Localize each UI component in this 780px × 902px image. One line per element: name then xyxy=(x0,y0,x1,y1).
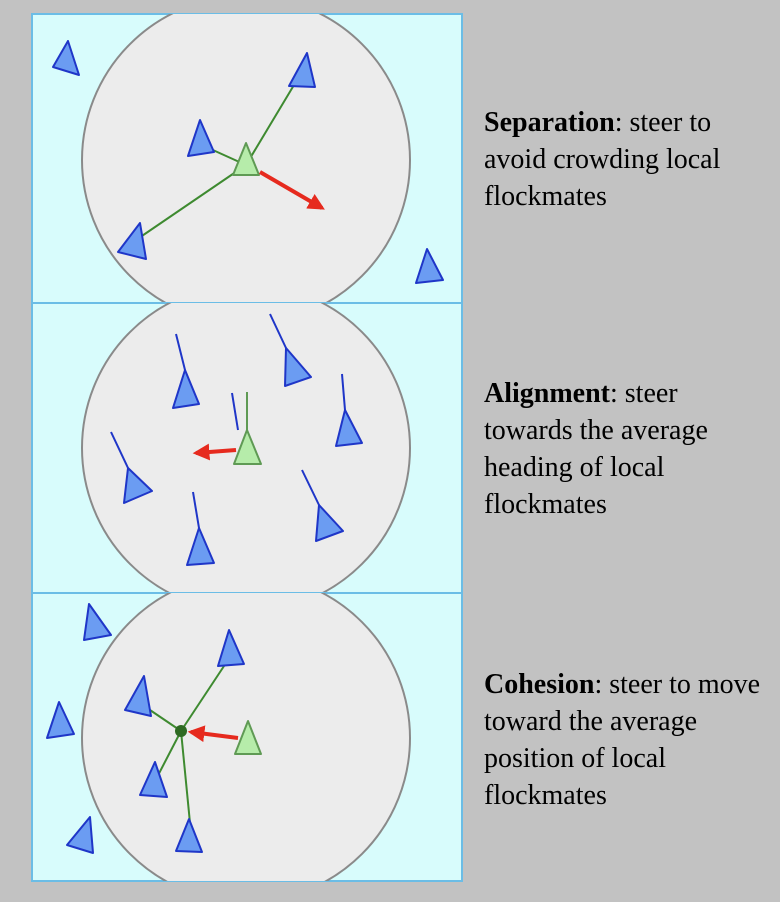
connector-line xyxy=(180,659,229,732)
alignment-description: : steer towards the average heading of l… xyxy=(484,378,708,520)
alignment-term: Alignment xyxy=(484,378,610,409)
focal-boid xyxy=(233,429,262,465)
alignment-panel xyxy=(31,302,463,594)
neighbor-boid xyxy=(288,52,316,88)
neighbor-boid xyxy=(139,761,168,798)
cohesion-neighbor-boids xyxy=(46,603,245,854)
neighbor-boid xyxy=(52,40,80,76)
neighbor-boid xyxy=(124,675,152,717)
heading-line xyxy=(192,491,200,529)
heading-line xyxy=(341,373,346,411)
cohesion-description: : steer to move toward the average posit… xyxy=(484,669,761,811)
separation-neighbor-boids xyxy=(52,40,444,284)
cohesion-panel xyxy=(31,592,463,882)
neighbor-boid xyxy=(187,119,215,157)
separation-panel xyxy=(31,13,463,304)
neighbor-boid xyxy=(123,467,153,504)
cohesion-steer-arrow xyxy=(187,725,239,743)
separation-steer-arrow xyxy=(258,170,325,210)
heading-line xyxy=(110,431,129,469)
neighbor-boid xyxy=(66,816,94,854)
heading-line xyxy=(231,392,239,431)
focal-boid xyxy=(232,142,260,176)
connector-line xyxy=(180,730,191,824)
separation-caption: Separation: steer to avoid crowding loca… xyxy=(484,104,769,215)
neighbor-boid xyxy=(83,603,112,641)
neighbor-boid xyxy=(117,222,147,260)
alignment-caption: Alignment: steer towards the average hea… xyxy=(484,375,769,523)
heading-line xyxy=(269,313,287,349)
neighbor-boid xyxy=(335,409,363,447)
neighbor-boid xyxy=(315,504,344,542)
neighbor-boid xyxy=(186,527,215,566)
cohesion-caption: Cohesion: steer to move toward the avera… xyxy=(484,666,769,814)
neighbor-boid xyxy=(46,701,75,739)
connector-line xyxy=(135,164,247,241)
neighbor-boid xyxy=(172,369,200,409)
alignment-heading-lines xyxy=(110,313,346,529)
heading-line xyxy=(175,333,186,371)
focal-boid xyxy=(234,720,262,755)
alignment-neighbor-boids xyxy=(123,347,363,566)
connector-line xyxy=(146,707,182,732)
connector-line xyxy=(245,79,298,166)
neighbor-boid xyxy=(175,818,203,853)
heading-line xyxy=(301,469,320,506)
alignment-steer-arrow xyxy=(192,443,237,461)
cohesion-term: Cohesion xyxy=(484,669,595,700)
center-of-mass-dot xyxy=(175,725,187,737)
separation-description: : steer to avoid crowding local flockmat… xyxy=(484,107,721,212)
neighbor-boid xyxy=(284,347,312,387)
neighbor-boid xyxy=(415,248,444,284)
neighbor-boid xyxy=(217,629,245,667)
separation-term: Separation xyxy=(484,107,615,138)
